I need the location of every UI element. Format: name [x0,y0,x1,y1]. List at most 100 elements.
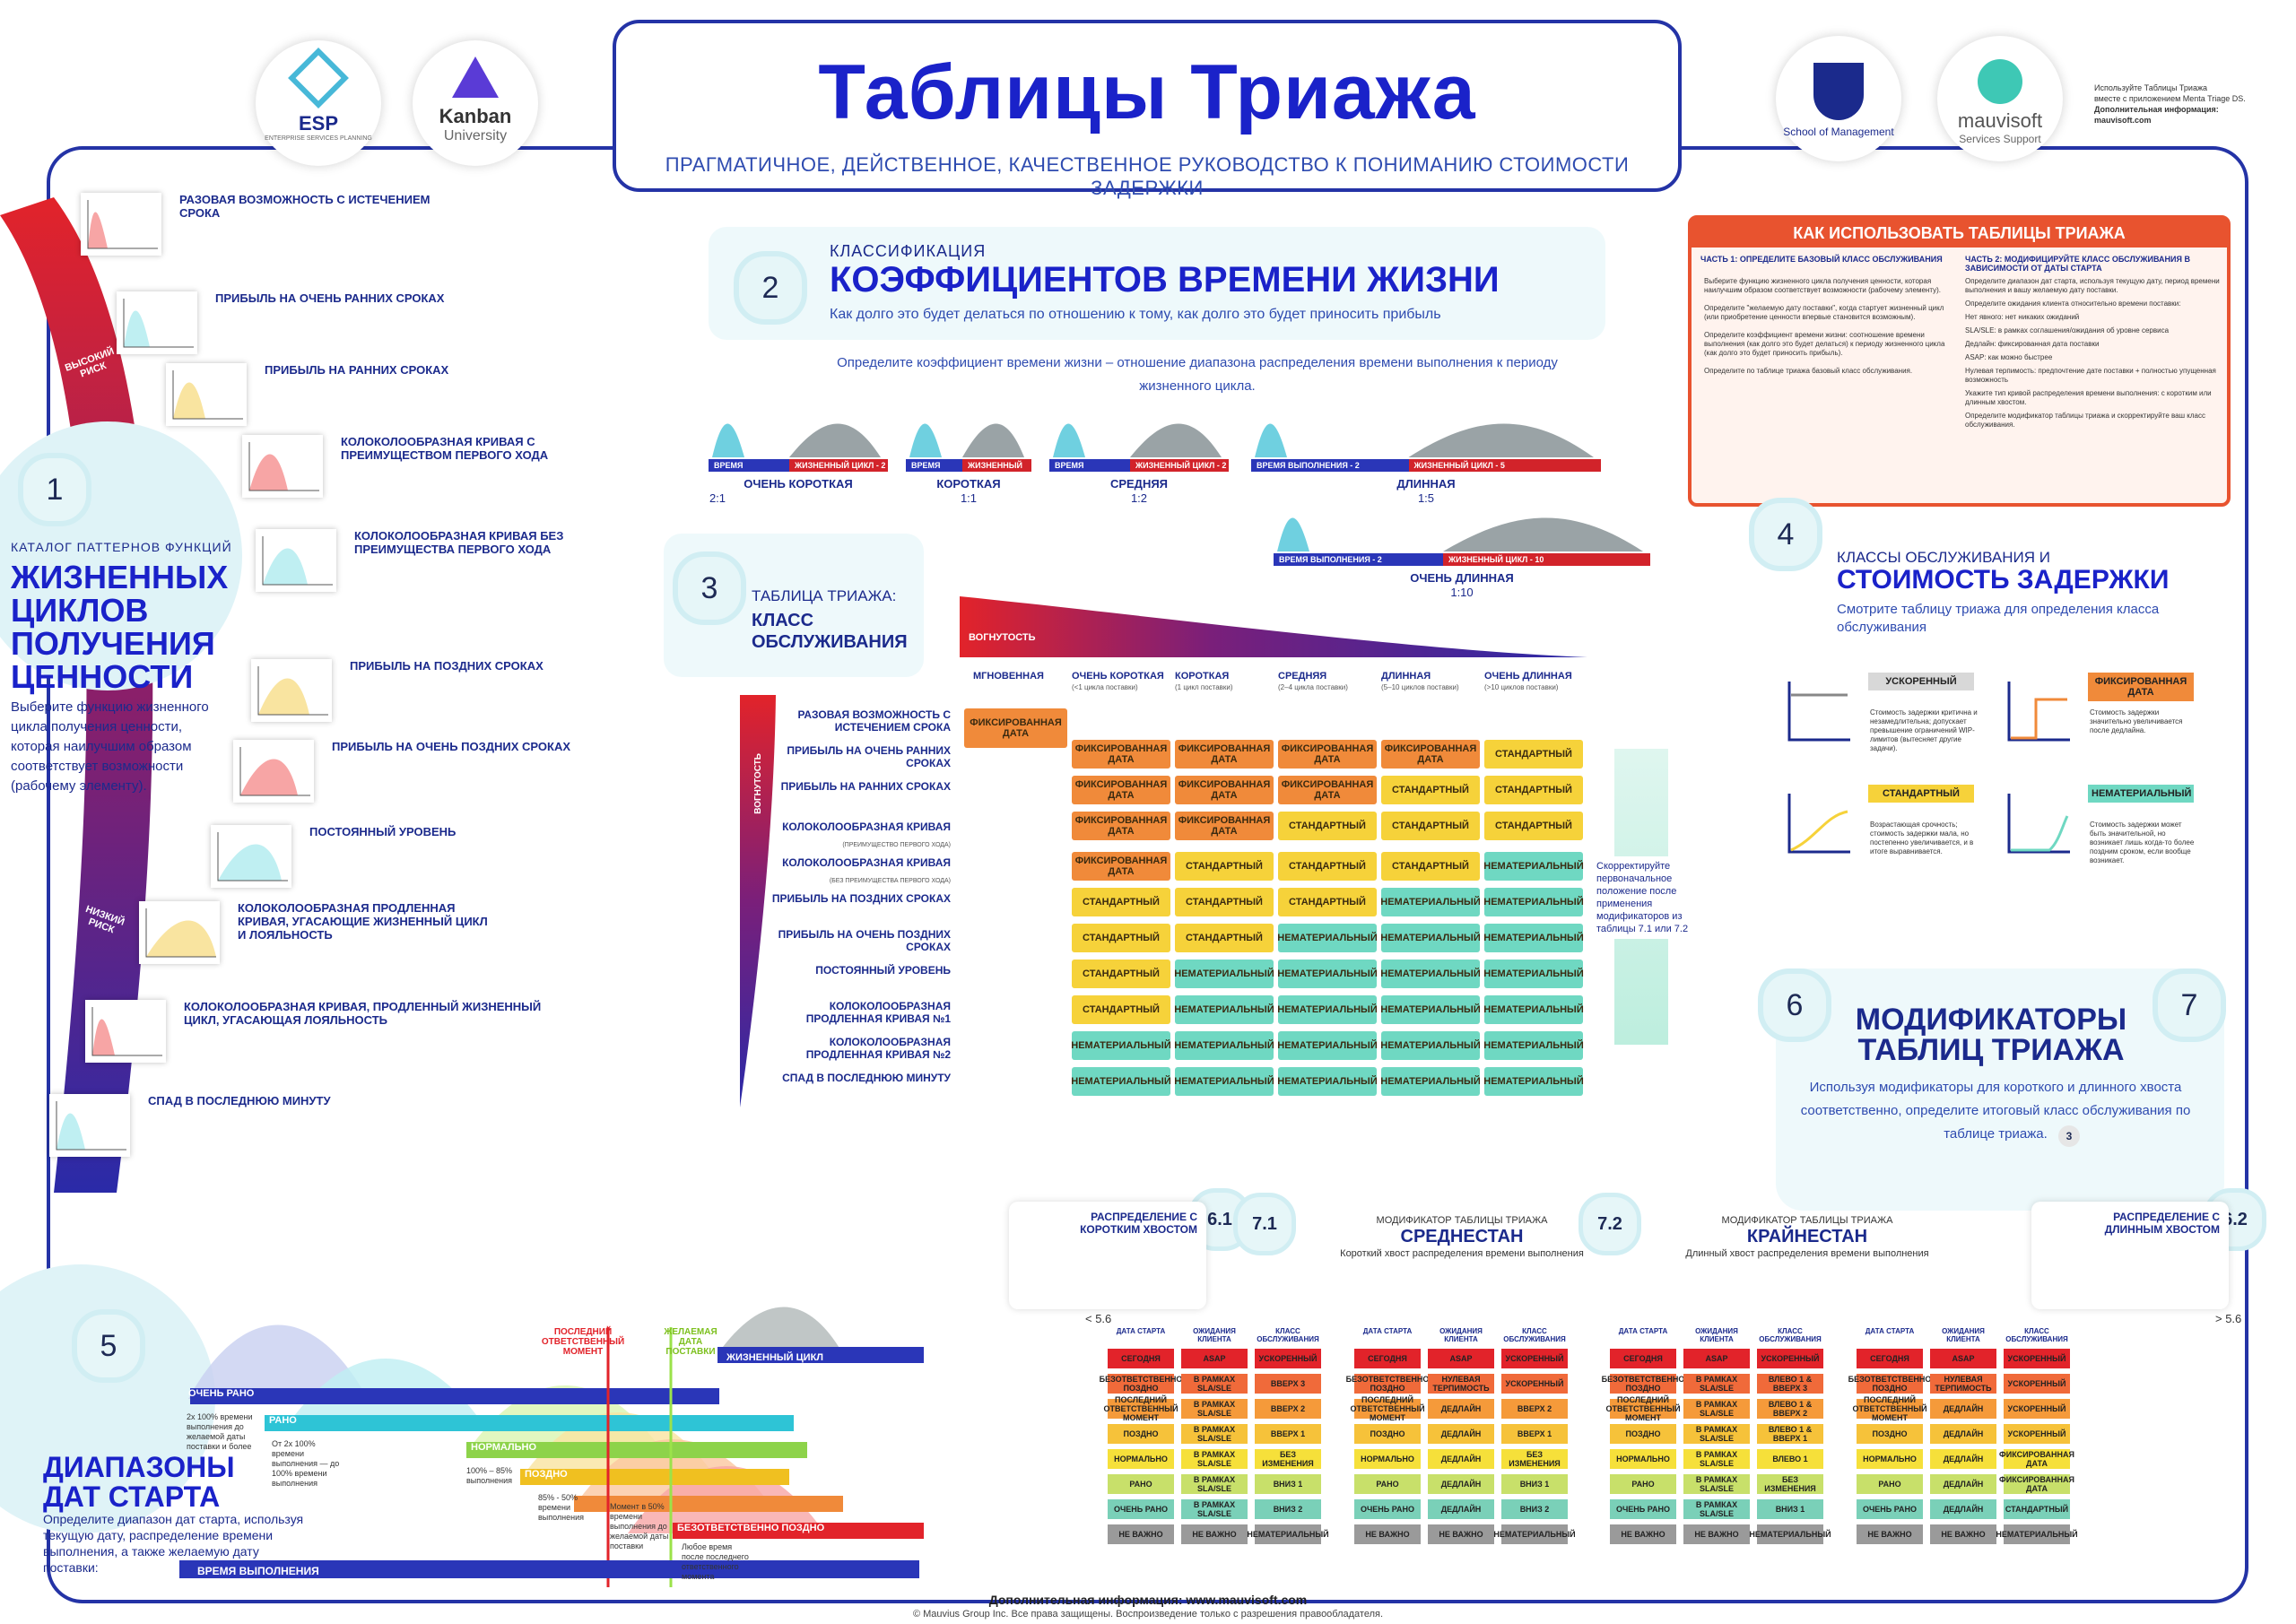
pattern-thumb [233,740,314,803]
howto-part2-list: Определите диапазон дат старта, использу… [1965,277,2221,434]
footer-copyright: © Mauvius Group Inc. Все права защищены.… [912,1609,1384,1620]
mod-table-header: КЛАСС ОБСЛУЖИВАНИЯ [2005,1327,2068,1343]
howto-item: Определите модификатор таблицы триажа и … [1965,412,2205,429]
esp-logo-text: ESP [298,112,339,135]
triage-cell: ФИКСИРОВАННАЯ ДАТА [1381,740,1480,769]
cost-of-delay-graph [1787,794,1850,854]
mod-class-cell: УСКОРЕННЫЙ [1501,1349,1568,1368]
triage-row-label: СПАД В ПОСЛЕДНЮЮ МИНУТУ [782,1072,951,1084]
section3-number: 3 [673,551,746,625]
howto-item: Нет явного: нет никаких ожиданий [1965,313,2080,321]
mod-class-cell: НЕМАТЕРИАЛЬНЫЙ [1996,1524,2078,1544]
mod-table-header: ОЖИДАНИЯ КЛИЕНТА [1193,1327,1236,1343]
pattern-title: КОЛОКОЛООБРАЗНАЯ ПРОДЛЕННАЯ КРИВАЯ, УГАС… [238,901,488,942]
top-note-line1: Используйте Таблицы Триажа [2094,83,2207,92]
cos-class-name: ФИКСИРОВАННАЯ ДАТА [2088,673,2194,701]
cos-class-name: УСКОРЕННЫЙ [1868,673,1974,690]
esp-logo-sub: ENTERPRISE SERVICES PLANNING [265,135,372,142]
triage-cell: СТАНДАРТНЫЙ [1175,852,1274,881]
mod-table-header: ОЖИДАНИЯ КЛИЕНТА [1695,1327,1738,1343]
triage-col-header: ДЛИННАЯ [1381,671,1431,682]
cost-of-delay-graph [2007,682,2070,742]
triage-col-header: КОРОТКАЯ [1175,671,1230,682]
pattern-title: КОЛОКОЛООБРАЗНАЯ КРИВАЯ С ПРЕИМУЩЕСТВОМ … [341,435,549,462]
howto-item: Определите диапазон дат старта, использу… [1965,277,2220,294]
ratio-curves [1255,423,1594,457]
mod-expect-cell: В РАМКАХ SLA/SLE [1181,1474,1248,1494]
triage-cell: ФИКСИРОВАННАЯ ДАТА [1278,740,1377,769]
section7-number: 7 [2152,968,2226,1042]
triage-cell: ФИКСИРОВАННАЯ ДАТА [1072,740,1170,769]
howto-item: ASAP: как можно быстрее [1965,353,2053,361]
triage-cell: СТАНДАРТНЫЙ [1278,888,1377,916]
cost-of-delay-graph [2007,794,2070,854]
cos-class-desc: Стоимость задержки может быть значительн… [2090,821,2195,864]
mod-class-cell: НЕМАТЕРИАЛЬНЫЙ [1247,1524,1329,1544]
section2-panel [709,227,1605,340]
triage-cell: НЕМАТЕРИАЛЬНЫЙ [1380,924,1481,952]
page-subtitle: ПРАГМАТИЧНОЕ, ДЕЙСТВЕННОЕ, КАЧЕСТВЕННОЕ … [665,153,1630,199]
mod-class-cell: ВЛЕВО 1 [1757,1449,1823,1469]
section6-panel [1776,968,2224,1211]
mod-expect-cell: НЕ ВАЖНО [1683,1524,1750,1544]
triage-col-sub: (>10 циклов поставки) [1484,683,1559,691]
cos-class-desc: Возрастающая срочность; стоимость задерж… [1870,821,1974,855]
triage-cell: СТАНДАРТНЫЙ [1072,995,1170,1024]
triage-cell: СТАНДАРТНЫЙ [1381,852,1480,881]
top-note: Используйте Таблицы Триажа вместе с прил… [2094,83,2274,126]
mod-expect-cell: В РАМКАХ SLA/SLE [1683,1474,1750,1494]
triage-col-sub: (1 цикл поставки) [1175,683,1233,691]
mauvisoft-logo: mauvisoft Services Support [1937,36,2063,161]
pattern-thumb [211,825,291,888]
triage-row-label: КОЛОКОЛООБРАЗНАЯ ПРОДЛЕННАЯ КРИВАЯ №1 [805,1000,951,1025]
pattern-curve [239,747,310,796]
modifier-dist-box [2031,1202,2229,1309]
mod-table-header: ДАТА СТАРТА [1618,1327,1668,1335]
lifecycle-bar: ЖИЗНЕННЫЙ ЦИКЛ - 2 [1130,459,1229,472]
modifier-kicker: МОДИФИКАТОР ТАБЛИЦЫ ТРИАЖА [1721,1215,1893,1226]
pattern-thumb [49,1094,130,1157]
mod-expect-cell: ASAP [1930,1349,1996,1368]
mod-start-cell: ОЧЕНЬ РАНО [1610,1499,1676,1519]
triage-cell: НЕМАТЕРИАЛЬНЫЙ [1483,995,1584,1024]
mod-class-cell: УСКОРЕННЫЙ [1757,1349,1823,1368]
section4-title: СТОИМОСТЬ ЗАДЕРЖКИ [1837,565,2170,595]
pattern-thumb [117,291,197,354]
triage-col-header: ОЧЕНЬ ДЛИННАЯ [1484,671,1572,682]
section2-kicker: КЛАССИФИКАЦИЯ [830,242,987,260]
esp-icon [288,48,349,109]
howto-item: Дедлайн: фиксированная дата поставки [1965,340,2100,348]
mod-start-cell: ПОЗДНО [1108,1424,1174,1444]
footer-more[interactable]: Дополнительная информация: www.mauvisoft… [988,1593,1308,1607]
exec-time-label: ВРЕМЯ ВЫПОЛНЕНИЯ [197,1565,319,1577]
ratio-label: ОЧЕНЬ КОРОТКАЯ [744,477,853,491]
pattern-title: РАЗОВАЯ ВОЗМОЖНОСТЬ С ИСТЕЧЕНИЕМ СРОКА [179,193,430,220]
ratio-curves [909,423,1024,457]
kanban-logo: Kanban University [413,40,538,166]
mod-start-cell: ОЧЕНЬ РАНО [1108,1499,1174,1519]
triage-cell: НЕМАТЕРИАЛЬНЫЙ [1380,1067,1481,1096]
triage-cell: НЕМАТЕРИАЛЬНЫЙ [1483,1031,1584,1060]
mod-class-cell: БЕЗ ИЗМЕНЕНИЯ [1501,1449,1568,1469]
triage-row-label: КОЛОКОЛООБРАЗНАЯ КРИВАЯ [782,856,951,869]
triage-cell: СТАНДАРТНЫЙ [1072,960,1170,988]
triage-cell: ФИКСИРОВАННАЯ ДАТА [1175,740,1274,769]
start-ranges-chart [179,1307,924,1587]
lifecycle-bar: ЖИЗНЕННЫЙ ЦИКЛ - 5 [1408,459,1601,472]
mod-start-cell: РАНО [1108,1474,1174,1494]
modifier-dist-box [1009,1202,1206,1309]
modifier-desc: Короткий хвост распределения времени вып… [1340,1248,1584,1259]
triage-cell: СТАНДАРТНЫЙ [1278,852,1377,881]
triage-row-sub: (ПРЕИМУЩЕСТВО ПЕРВОГО ХОДА) [842,842,951,848]
ratio-label: ОЧЕНЬ ДЛИННАЯ [1410,571,1514,585]
section2-number: 2 [734,251,807,325]
section6-number: 6 [1758,968,1831,1042]
section1-kicker: КАТАЛОГ ПАТТЕРНОВ ФУНКЦИЙ [11,540,232,554]
pattern-thumb [256,529,336,592]
ratio-value: 1:5 [1417,491,1435,505]
pattern-title: КОЛОКОЛООБРАЗНАЯ КРИВАЯ, ПРОДЛЕННЫЙ ЖИЗН… [184,1000,542,1027]
mod-expect-cell: ДЕДЛАЙН [1930,1399,1996,1419]
lifecycle-bar: ЖИЗНЕННЫЙ ЦИКЛ - 2 [962,459,1031,482]
triage-col-sub: (2–4 цикла поставки) [1278,683,1348,691]
esp-logo: ESP ENTERPRISE SERVICES PLANNING [256,40,381,166]
